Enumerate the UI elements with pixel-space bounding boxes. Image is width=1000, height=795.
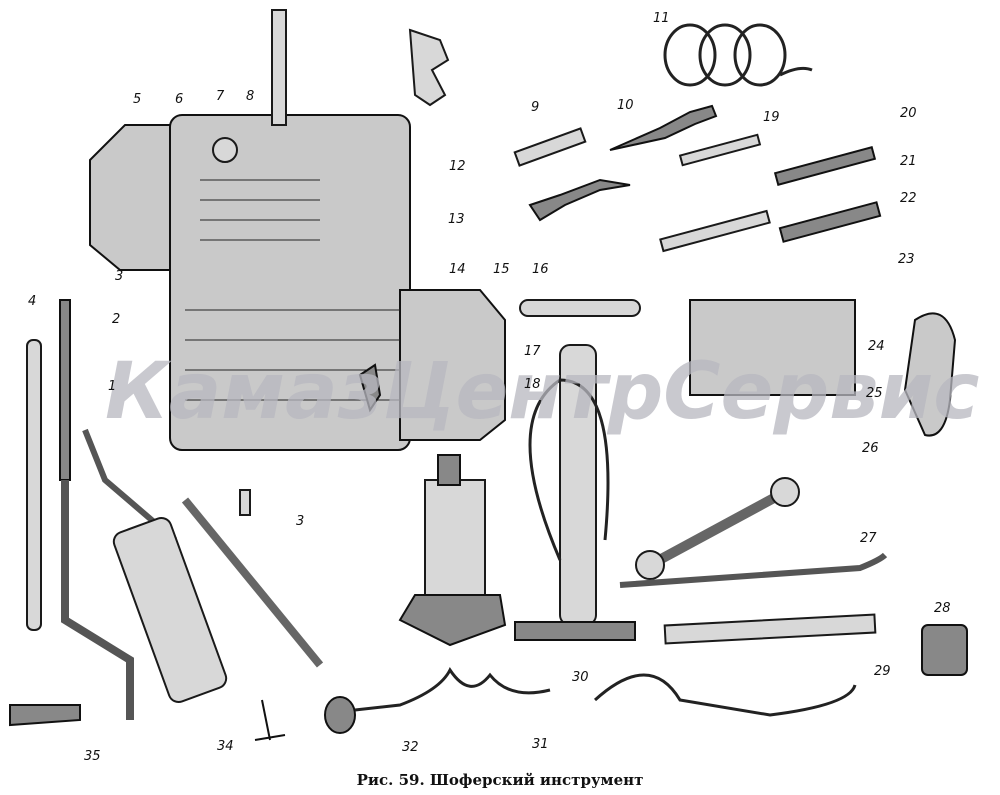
figure-caption: Рис. 59. Шоферский инструмент bbox=[356, 771, 644, 789]
label-28: 28 bbox=[934, 601, 951, 616]
wrench-22 bbox=[778, 201, 882, 243]
label-26: 26 bbox=[862, 441, 879, 456]
wrench-20 bbox=[773, 146, 877, 186]
tool-9 bbox=[513, 127, 587, 167]
label-3b: 3 bbox=[296, 514, 304, 529]
label-32: 32 bbox=[402, 740, 419, 755]
screwdriver-10 bbox=[609, 104, 718, 151]
label-5: 5 bbox=[133, 92, 141, 107]
pliers-15 bbox=[528, 178, 631, 222]
label-12: 12 bbox=[449, 159, 466, 174]
grease-gun-34 bbox=[112, 497, 324, 741]
wrench-21 bbox=[659, 209, 771, 253]
bar-4 bbox=[26, 339, 42, 631]
label-15: 15 bbox=[493, 262, 510, 277]
label-9: 9 bbox=[531, 100, 539, 115]
tool-3 bbox=[239, 489, 251, 516]
label-30: 30 bbox=[572, 670, 589, 685]
tool-35 bbox=[9, 704, 81, 727]
pry-bar-27 bbox=[619, 552, 888, 588]
label-31: 31 bbox=[532, 737, 549, 752]
label-16: 16 bbox=[532, 262, 549, 277]
socket-28 bbox=[921, 624, 968, 676]
label-14: 14 bbox=[449, 262, 466, 277]
watermark: КамазЦентрСервис bbox=[105, 347, 980, 437]
label-20: 20 bbox=[900, 106, 917, 121]
plate-12 bbox=[408, 28, 450, 107]
label-24: 24 bbox=[868, 339, 885, 354]
label-22: 22 bbox=[900, 191, 917, 206]
tool-roll-bag bbox=[89, 9, 506, 451]
label-6: 6 bbox=[175, 92, 183, 107]
part-24-25 bbox=[903, 312, 957, 437]
lamp-32 bbox=[324, 667, 551, 734]
label-13: 13 bbox=[448, 212, 465, 227]
label-4: 4 bbox=[28, 294, 36, 309]
label-10: 10 bbox=[617, 98, 634, 113]
callout-labels: 1 2 3 3 4 5 6 7 8 9 10 11 12 13 14 15 16… bbox=[28, 11, 951, 764]
bar-1 bbox=[59, 299, 71, 481]
label-35: 35 bbox=[84, 749, 101, 764]
label-2: 2 bbox=[112, 312, 120, 327]
label-8: 8 bbox=[246, 89, 254, 104]
label-25: 25 bbox=[866, 386, 883, 401]
label-11: 11 bbox=[653, 11, 670, 26]
socket-wrench-29 bbox=[663, 613, 877, 645]
label-3a: 3 bbox=[115, 269, 123, 284]
crank-handle bbox=[61, 480, 134, 720]
label-21: 21 bbox=[900, 154, 917, 169]
label-27: 27 bbox=[860, 531, 877, 546]
label-29: 29 bbox=[874, 664, 891, 679]
cable-31 bbox=[593, 673, 857, 717]
wrench-26 bbox=[647, 487, 788, 570]
wrench-19 bbox=[678, 133, 762, 167]
label-18: 18 bbox=[524, 377, 541, 392]
label-7: 7 bbox=[216, 89, 225, 104]
label-19: 19 bbox=[763, 110, 780, 125]
label-23: 23 bbox=[898, 252, 915, 267]
bag-23 bbox=[689, 299, 856, 396]
label-1: 1 bbox=[108, 379, 116, 394]
tire-pump-30 bbox=[514, 299, 641, 641]
coil-cable-11 bbox=[663, 23, 813, 87]
label-17: 17 bbox=[524, 344, 541, 359]
jack-18 bbox=[398, 454, 507, 647]
label-34: 34 bbox=[217, 739, 234, 754]
